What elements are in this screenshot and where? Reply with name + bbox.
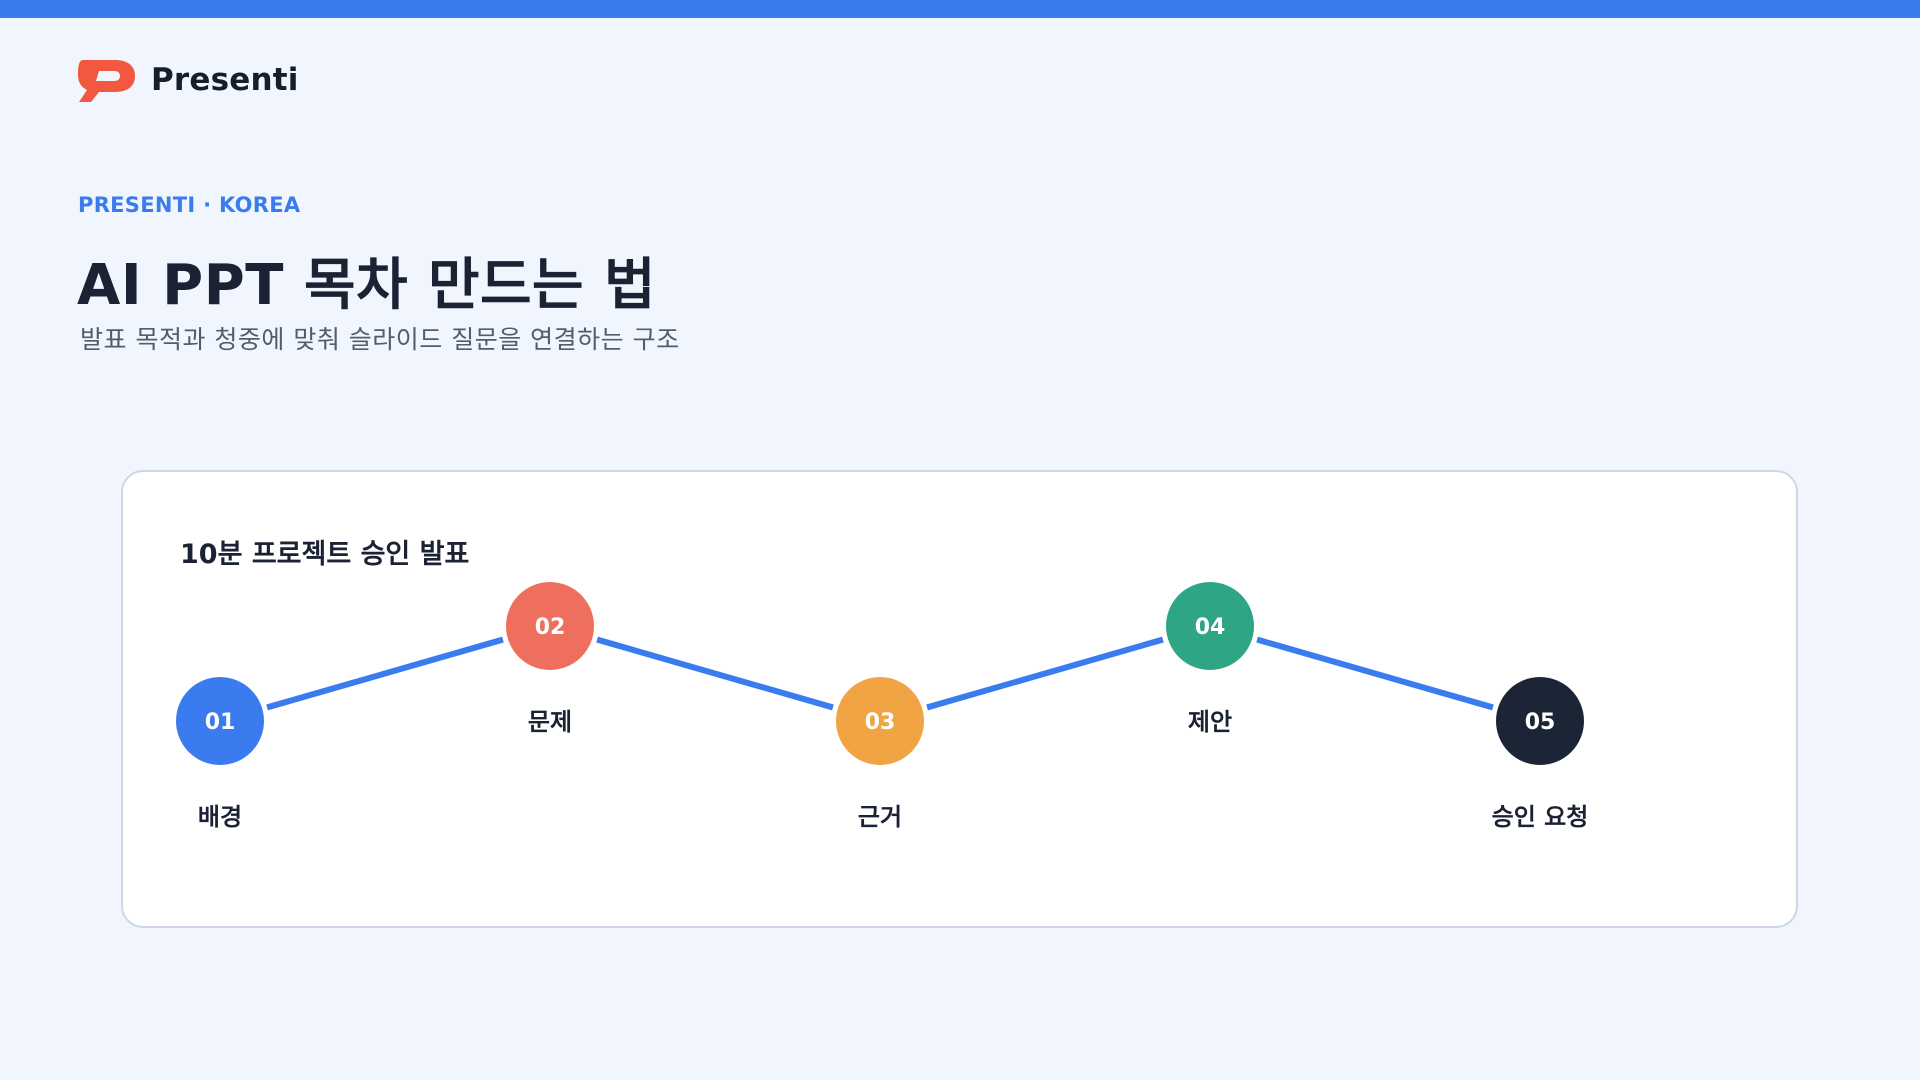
page-subtitle: 발표 목적과 청중에 맞춰 슬라이드 질문을 연결하는 구조 (80, 325, 680, 354)
step-label-01: 배경 (197, 803, 243, 831)
top-accent-bar (0, 0, 1920, 18)
step-label-05: 승인 요청 (1491, 803, 1589, 831)
step-label-02: 문제 (527, 708, 573, 736)
brand-name: Presenti (151, 62, 299, 98)
presenti-logo-icon (78, 60, 135, 102)
brand-logo: Presenti (77, 56, 299, 104)
eyebrow-label: PRESENTI · KOREA (78, 193, 301, 217)
step-label-03: 근거 (857, 803, 903, 831)
card-title: 10분 프로젝트 승인 발표 (180, 539, 470, 570)
page-title: AI PPT 목차 만드는 법 (77, 253, 657, 318)
step-label-04: 제안 (1187, 708, 1233, 736)
